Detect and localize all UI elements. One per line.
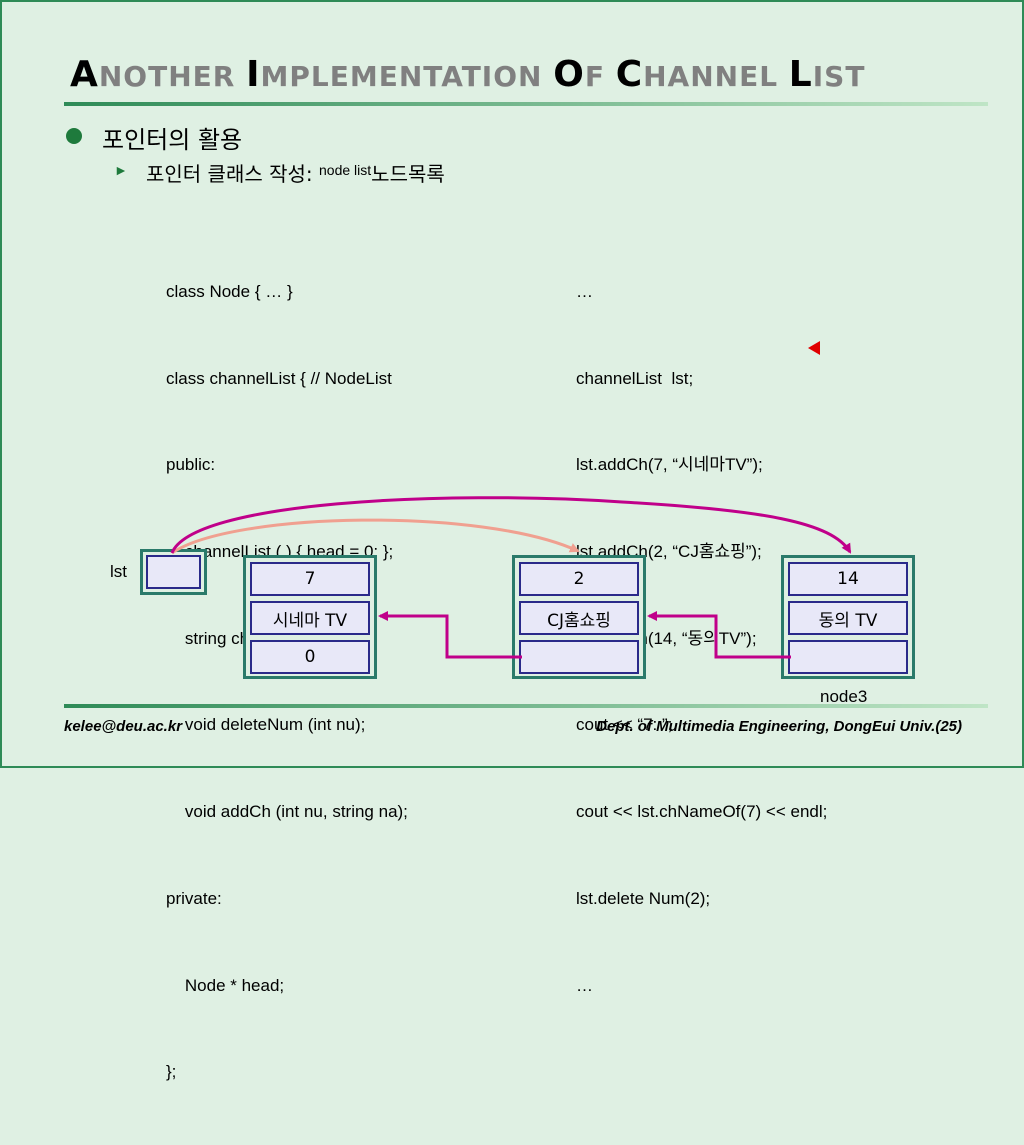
list-node-1: 7 시네마 TV 0 (243, 555, 377, 679)
title-cap: C (615, 54, 644, 95)
node-name-cell: 시네마 TV (250, 601, 370, 635)
code-line: Node * head; (166, 975, 285, 995)
code-line: … (576, 975, 593, 995)
bullet-level1: 포인터의 활용 (102, 126, 243, 154)
bullet-level2: 포인터 클래스 작성: node list노드목록 (146, 158, 445, 187)
footer-divider (64, 704, 988, 708)
node3-next-arrow (647, 611, 791, 659)
current-line-marker-icon (808, 341, 820, 355)
code-line: lst.addCh(7, “시네마TV”); (576, 455, 763, 475)
code-line: }; (166, 1062, 177, 1082)
code-line: private: (166, 888, 222, 908)
bullet-dot (66, 128, 82, 144)
title-cap: A (70, 54, 99, 95)
lst-pointer-cell (146, 555, 201, 589)
head-pointer-arrow (170, 496, 852, 554)
node-num-cell: 7 (250, 562, 370, 596)
title-word: NOTHER (98, 60, 247, 93)
title-cap: L (788, 54, 813, 95)
list-node-3: 14 동의 TV (781, 555, 915, 679)
node-name-cell: CJ홈쇼핑 (519, 601, 639, 635)
title-word: F (584, 60, 616, 93)
footer-email: kelee@deu.ac.kr (64, 718, 183, 735)
title-word: IST (812, 60, 866, 93)
code-line: cout << “7: ”; (576, 715, 673, 735)
pointer-arrows (170, 496, 852, 659)
bullet-arrow-icon: ► (114, 162, 128, 178)
title-word: MPLEMENTATION (260, 60, 554, 93)
code-line: lst.delete Num(2); (576, 888, 711, 908)
list-node-2: 2 CJ홈쇼핑 (512, 555, 646, 679)
code-line: void deleteNum (int nu); (166, 715, 366, 735)
node-name-cell: 동의 TV (788, 601, 908, 635)
code-line: cout << lst.chNameOf(7) << endl; (576, 802, 828, 822)
title-cap: I (246, 54, 261, 95)
node-num-cell: 14 (788, 562, 908, 596)
code-line: class channelList { // NodeList (166, 368, 392, 388)
node2-next-arrow (378, 611, 522, 659)
node-next-cell (788, 640, 908, 674)
bullet2-tail: 노드목록 (371, 162, 445, 186)
title-divider (64, 102, 988, 106)
code-line: class Node { … } (166, 281, 293, 301)
node-next-cell (519, 640, 639, 674)
node-num-cell: 2 (519, 562, 639, 596)
bullet2-main: 포인터 클래스 작성: (146, 162, 320, 186)
slide: ANOTHER IMPLEMENTATION OF CHANNEL LIST 포… (0, 0, 1024, 1081)
title-word: HANNEL (643, 60, 789, 93)
slide-title: ANOTHER IMPLEMENTATION OF CHANNEL LIST (70, 54, 865, 95)
code-line: channelList lst; (576, 368, 694, 388)
node3-label: node3 (820, 687, 868, 706)
bullet2-sup: node list (319, 162, 372, 178)
code-line: … (576, 281, 593, 301)
title-cap: O (553, 54, 585, 95)
footer-department: Dept. of Multimedia Engineering, DongEui… (596, 718, 962, 735)
lst-label: lst (110, 562, 127, 581)
code-line: void addCh (int nu, string na); (166, 802, 408, 822)
code-line: public: (166, 455, 216, 475)
old-head-pointer-arrow (171, 518, 580, 555)
node-next-cell: 0 (250, 640, 370, 674)
